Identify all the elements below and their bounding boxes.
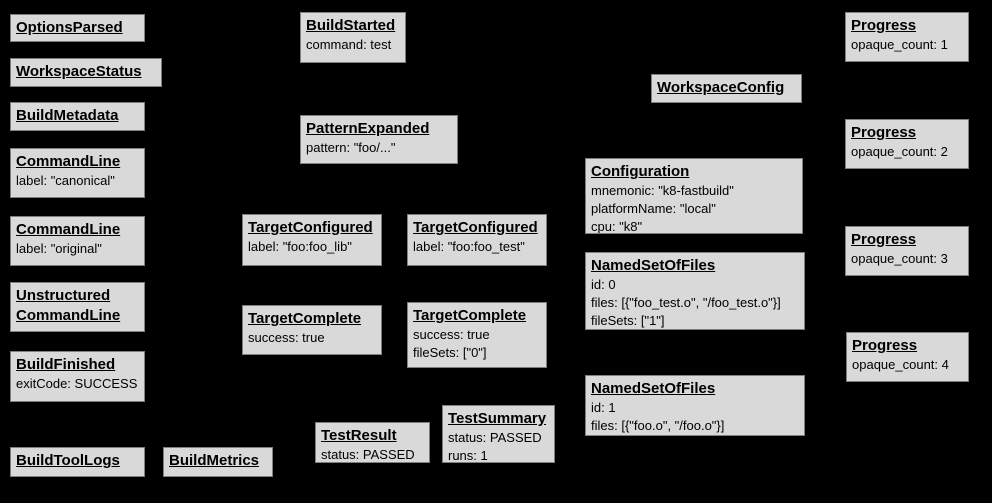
- node-title: PatternExpanded: [306, 120, 430, 137]
- node-prop: id: 1: [591, 400, 616, 415]
- node-title: NamedSetOfFiles: [591, 380, 716, 397]
- node-title: CommandLine: [16, 221, 121, 238]
- node-prop: command: test: [306, 37, 392, 52]
- node-prop: opaque_count: 2: [851, 144, 948, 159]
- node-prop: label: "original": [16, 241, 102, 256]
- node-prop: files: [{"foo.o", "/foo.o"}]: [591, 418, 725, 433]
- node-progress-2: Progress opaque_count: 2: [845, 119, 969, 169]
- node-options-parsed: OptionsParsed: [10, 14, 145, 42]
- node-prop: success: true: [248, 330, 325, 345]
- node-build-tool-logs: BuildToolLogs: [10, 447, 145, 477]
- node-prop: status: PASSED: [321, 447, 415, 462]
- node-target-complete-foo-test: TargetComplete success: true fileSets: […: [407, 302, 547, 368]
- node-prop: pattern: "foo/...": [306, 140, 396, 155]
- node-prop: cpu: "k8": [591, 219, 643, 234]
- node-prop: label: "foo:foo_test": [413, 239, 525, 254]
- node-prop: opaque_count: 4: [852, 357, 949, 372]
- node-prop: runs: 1: [448, 448, 488, 463]
- node-progress-3: Progress opaque_count: 3: [845, 226, 969, 276]
- node-title: BuildStarted: [306, 17, 396, 34]
- node-progress-1: Progress opaque_count: 1: [845, 12, 969, 62]
- node-title: Progress: [851, 231, 917, 248]
- node-prop: files: [{"foo_test.o", "/foo_test.o"}]: [591, 295, 781, 310]
- node-build-finished: BuildFinished exitCode: SUCCESS: [10, 351, 145, 402]
- node-title: Progress: [852, 337, 918, 354]
- node-prop: status: PASSED: [448, 430, 542, 445]
- node-title: TargetConfigured: [248, 219, 373, 236]
- node-target-complete-foo-lib: TargetComplete success: true: [242, 305, 382, 355]
- node-prop: label: "canonical": [16, 173, 115, 188]
- node-title: BuildFinished: [16, 356, 116, 373]
- node-title: Unstructured CommandLine: [16, 287, 121, 324]
- node-prop: opaque_count: 3: [851, 251, 948, 266]
- node-title: Configuration: [591, 163, 690, 180]
- node-target-configured-foo-lib: TargetConfigured label: "foo:foo_lib": [242, 214, 382, 266]
- node-build-metadata: BuildMetadata: [10, 102, 145, 131]
- node-title: TestResult: [321, 427, 397, 444]
- node-title: BuildToolLogs: [16, 452, 120, 469]
- node-pattern-expanded: PatternExpanded pattern: "foo/...": [300, 115, 458, 164]
- node-configuration: Configuration mnemonic: "k8-fastbuild" p…: [585, 158, 803, 234]
- node-prop: platformName: "local": [591, 201, 716, 216]
- node-prop: opaque_count: 1: [851, 37, 948, 52]
- node-test-summary: TestSummary status: PASSED runs: 1: [442, 405, 555, 463]
- node-prop: fileSets: ["1"]: [591, 313, 665, 328]
- node-prop: id: 0: [591, 277, 616, 292]
- node-prop: fileSets: ["0"]: [413, 345, 487, 360]
- node-unstructured-command-line: Unstructured CommandLine: [10, 282, 145, 332]
- node-title: NamedSetOfFiles: [591, 257, 716, 274]
- node-build-metrics: BuildMetrics: [163, 447, 273, 477]
- node-title: TargetComplete: [413, 307, 527, 324]
- node-named-set-of-files-0: NamedSetOfFiles id: 0 files: [{"foo_test…: [585, 252, 805, 330]
- node-target-configured-foo-test: TargetConfigured label: "foo:foo_test": [407, 214, 547, 266]
- node-command-line-original: CommandLine label: "original": [10, 216, 145, 266]
- node-title: WorkspaceStatus: [16, 63, 142, 80]
- node-title: WorkspaceConfig: [657, 79, 785, 96]
- node-test-result: TestResult status: PASSED: [315, 422, 430, 463]
- node-workspace-config: WorkspaceConfig: [651, 74, 802, 103]
- node-title: BuildMetadata: [16, 107, 119, 124]
- node-title: TargetConfigured: [413, 219, 538, 236]
- node-progress-4: Progress opaque_count: 4: [846, 332, 969, 382]
- node-workspace-status: WorkspaceStatus: [10, 58, 162, 87]
- node-prop: success: true: [413, 327, 490, 342]
- node-named-set-of-files-1: NamedSetOfFiles id: 1 files: [{"foo.o", …: [585, 375, 805, 436]
- node-prop: mnemonic: "k8-fastbuild": [591, 183, 734, 198]
- node-title: Progress: [851, 124, 917, 141]
- node-build-started: BuildStarted command: test: [300, 12, 406, 63]
- node-prop: exitCode: SUCCESS: [16, 376, 138, 391]
- node-title: TargetComplete: [248, 310, 362, 327]
- node-title: Progress: [851, 17, 917, 34]
- node-title: OptionsParsed: [16, 19, 123, 36]
- node-prop: label: "foo:foo_lib": [248, 239, 352, 254]
- node-title: CommandLine: [16, 153, 121, 170]
- node-title: BuildMetrics: [169, 452, 260, 469]
- node-command-line-canonical: CommandLine label: "canonical": [10, 148, 145, 198]
- node-title: TestSummary: [448, 410, 547, 427]
